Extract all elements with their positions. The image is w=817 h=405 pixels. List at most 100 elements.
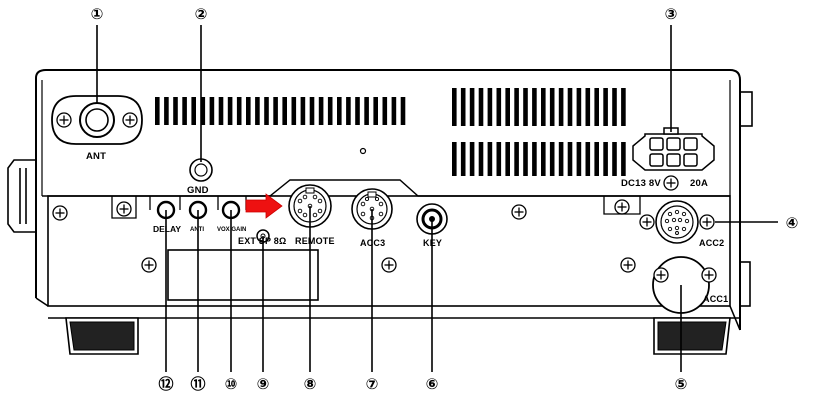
- anti-label: ANTI: [190, 227, 204, 233]
- vent-slot: [549, 142, 555, 176]
- vent-slot: [541, 88, 546, 126]
- ventilation-slots: [155, 88, 626, 176]
- vent-slot: [273, 97, 278, 125]
- vent-slot: [496, 142, 502, 176]
- callout-1: ①: [91, 6, 104, 23]
- vent-slot: [452, 142, 457, 176]
- screw-icon: [511, 204, 527, 220]
- vent-slot: [355, 97, 360, 125]
- vent-slot: [478, 88, 484, 126]
- callout-10: ⑩: [225, 376, 238, 393]
- vent-slot: [452, 88, 457, 126]
- label-plate: [167, 249, 319, 301]
- vent-slot: [514, 88, 519, 126]
- feet: [65, 317, 731, 355]
- vent-slot: [576, 88, 582, 126]
- vent-slot: [364, 97, 369, 125]
- screw-icon: [141, 257, 157, 273]
- vent-slot: [505, 142, 510, 176]
- screw-icon: [701, 267, 717, 283]
- acc1-label: ACC1: [703, 294, 728, 304]
- screw-icon: [620, 257, 636, 273]
- mounting-tabs: [111, 196, 641, 219]
- callout-12: ⑫: [158, 375, 173, 393]
- vent-slot: [567, 142, 573, 176]
- vent-slot: [218, 97, 224, 125]
- vent-slot: [478, 142, 484, 176]
- callout-7: ⑦: [366, 376, 379, 393]
- screw-icon: [639, 214, 655, 230]
- screw-icon: [116, 201, 132, 217]
- vent-slot: [603, 142, 608, 176]
- vent-slot: [603, 88, 608, 126]
- vent-slot: [282, 97, 287, 125]
- vent-slot: [612, 142, 617, 176]
- vent-slot: [567, 88, 573, 126]
- callout-4: ④: [786, 215, 799, 232]
- vent-slot: [337, 97, 342, 125]
- vent-slot: [523, 88, 528, 126]
- callout-9: ⑨: [257, 376, 270, 393]
- panel-hole: [359, 147, 367, 155]
- vent-slot: [558, 142, 564, 176]
- callout-2: ②: [195, 6, 208, 23]
- right-side-handle: [739, 91, 753, 307]
- vent-slot: [594, 142, 599, 176]
- screw-icon: [56, 112, 72, 128]
- vent-slot: [300, 97, 306, 125]
- ant-connector[interactable]: [51, 95, 143, 145]
- dc-voltage-label: DC13 8V: [621, 178, 661, 189]
- vent-slot: [585, 88, 591, 126]
- vent-slot: [558, 88, 564, 126]
- gnd-terminal[interactable]: [189, 158, 213, 182]
- vent-slot: [505, 88, 510, 126]
- vent-slot: [460, 88, 466, 126]
- screw-icon: [699, 214, 715, 230]
- vent-slot: [373, 97, 378, 125]
- vent-slot: [391, 97, 397, 125]
- vent-slot: [382, 97, 388, 125]
- vent-slot: [318, 97, 324, 125]
- vent-slot: [532, 88, 537, 126]
- vent-slot: [164, 97, 169, 125]
- callout-8: ⑧: [304, 376, 317, 393]
- screw-icon: [52, 205, 68, 221]
- dc-power-connector[interactable]: [632, 127, 715, 171]
- vent-slot: [327, 97, 333, 125]
- vent-slot: [594, 88, 599, 126]
- remote-label: REMOTE: [295, 236, 335, 246]
- vent-slot: [309, 97, 315, 125]
- screw-icon: [653, 267, 669, 283]
- vent-slot: [346, 97, 351, 125]
- callout-11: ⑪: [190, 375, 205, 393]
- vent-slot: [191, 97, 196, 125]
- gnd-label: GND: [187, 185, 209, 196]
- screw-icon: [663, 175, 679, 191]
- ext-sp-label: EXT SP 8Ω: [238, 236, 286, 246]
- vent-slot: [523, 142, 528, 176]
- screw-icon: [381, 257, 397, 273]
- ant-label: ANT: [86, 151, 106, 162]
- vent-slot: [496, 88, 502, 126]
- left-side-handle: [7, 159, 36, 233]
- vent-slot: [469, 88, 475, 126]
- vent-slot: [621, 88, 626, 126]
- vent-slot: [246, 97, 251, 125]
- vent-slot: [469, 142, 475, 176]
- vent-slot: [576, 142, 582, 176]
- vent-slot: [487, 88, 493, 126]
- dc-amp-label: 20A: [690, 178, 708, 189]
- cabinet: [35, 69, 741, 331]
- vent-slot: [514, 142, 519, 176]
- vent-slot: [621, 142, 626, 176]
- vent-slot: [541, 142, 546, 176]
- vent-slot: [236, 97, 242, 125]
- vent-slot: [487, 142, 493, 176]
- vent-slot: [227, 97, 233, 125]
- vent-slot: [155, 97, 160, 125]
- vent-slot: [549, 88, 555, 126]
- vent-slot: [173, 97, 178, 125]
- acc2-connector[interactable]: [655, 200, 699, 244]
- callout-6: ⑥: [426, 376, 439, 393]
